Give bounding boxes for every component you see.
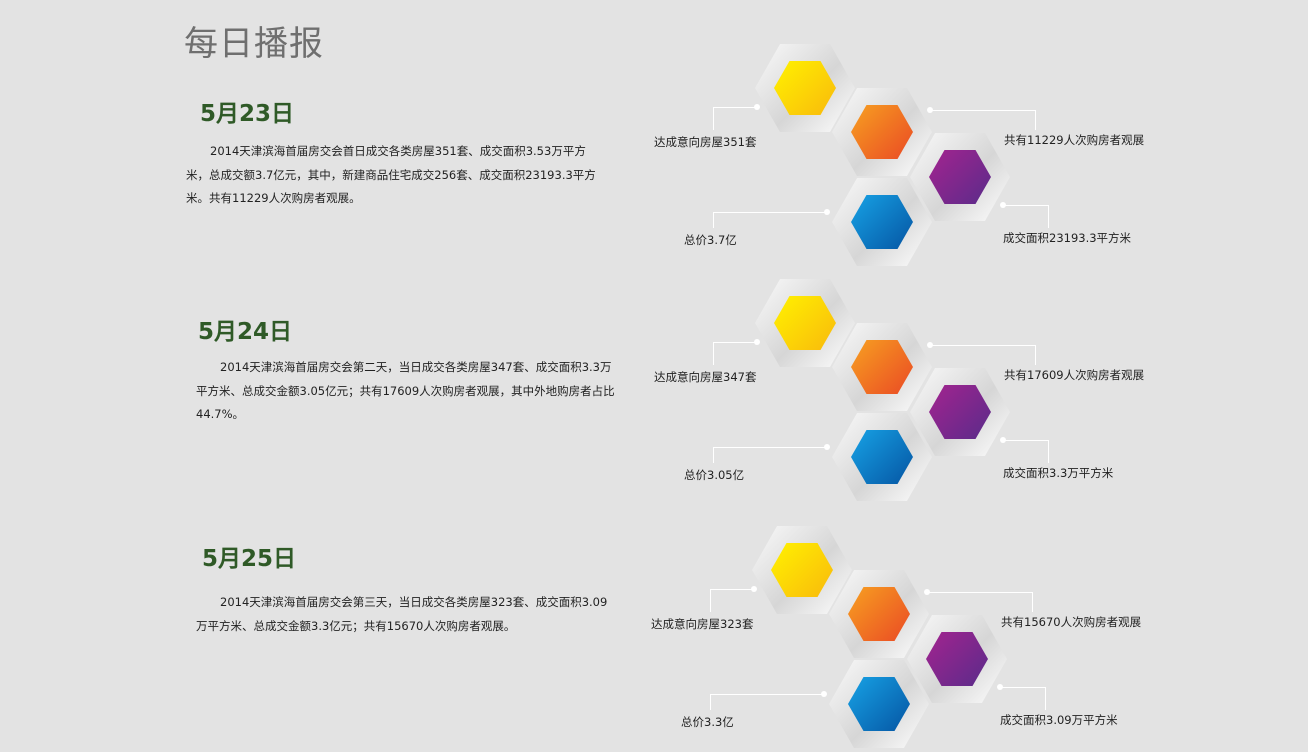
hexagon-purple — [910, 133, 1010, 221]
houses-label: 达成意向房屋351套 — [654, 135, 757, 149]
date-heading: 5月24日 — [198, 319, 293, 345]
connector-line — [713, 342, 714, 365]
connector-line — [713, 212, 827, 213]
connector-line — [1048, 205, 1049, 228]
houses-label: 达成意向房屋323套 — [651, 617, 754, 631]
hexagon-infographic: 达成意向房屋323套 共有15670人次购房者观展 总价3.3亿 成交面积3.0… — [637, 522, 1157, 752]
connector-line — [930, 345, 1035, 346]
hexagon-yellow — [752, 526, 852, 614]
connector-line — [1035, 345, 1036, 365]
logo: 每日播报 — [184, 24, 324, 64]
connector-dot — [821, 691, 827, 697]
connector-line — [710, 694, 711, 710]
area-label: 成交面积23193.3平方米 — [1003, 231, 1132, 245]
hexagon-purple — [907, 615, 1007, 703]
visitors-label: 共有17609人次购房者观展 — [1004, 368, 1145, 382]
connector-line — [713, 447, 827, 448]
connector-line — [710, 589, 754, 590]
connector-dot — [927, 342, 933, 348]
connector-line — [713, 447, 714, 463]
connector-line — [1003, 440, 1048, 441]
hexagon-purple — [910, 368, 1010, 456]
day-summary: 2014天津滨海首届房交会第三天，当日成交各类房屋323套、成交面积3.09万平… — [196, 595, 608, 633]
connector-dot — [927, 107, 933, 113]
hexagon-infographic: 达成意向房屋347套 共有17609人次购房者观展 总价3.05亿 成交面积3.… — [640, 275, 1160, 505]
hexagon-blue — [832, 413, 932, 501]
day-summary: 2014天津滨海首届房交会首日成交各类房屋351套、成交面积3.53万平方米，总… — [186, 144, 596, 205]
connector-line — [713, 107, 714, 130]
connector-line — [1000, 687, 1045, 688]
hexagon-yellow — [755, 279, 855, 367]
area-label: 成交面积3.09万平方米 — [1000, 713, 1118, 727]
connector-dot — [754, 339, 760, 345]
connector-line — [710, 589, 711, 612]
connector-dot — [754, 104, 760, 110]
connector-line — [1048, 440, 1049, 463]
hexagon-infographic: 达成意向房屋351套 共有11229人次购房者观展 总价3.7亿 成交面积231… — [640, 40, 1160, 270]
hexagon-yellow — [755, 44, 855, 132]
connector-line — [927, 592, 1032, 593]
connector-dot — [824, 209, 830, 215]
connector-dot — [1000, 437, 1006, 443]
hexagon-orange — [829, 570, 929, 658]
hexagon-orange — [832, 323, 932, 411]
price-label: 总价3.7亿 — [684, 233, 737, 247]
connector-line — [1045, 687, 1046, 710]
connector-line — [930, 110, 1035, 111]
visitors-label: 共有15670人次购房者观展 — [1001, 615, 1142, 629]
date-heading: 5月25日 — [202, 546, 297, 572]
price-label: 总价3.05亿 — [684, 468, 745, 482]
day-summary: 2014天津滨海首届房交会第二天，当日成交各类房屋347套、成交面积3.3万平方… — [196, 360, 615, 421]
visitors-label: 共有11229人次购房者观展 — [1004, 133, 1145, 147]
connector-dot — [997, 684, 1003, 690]
connector-line — [713, 342, 757, 343]
connector-line — [713, 212, 714, 228]
connector-dot — [824, 444, 830, 450]
houses-label: 达成意向房屋347套 — [654, 370, 757, 384]
connector-dot — [751, 586, 757, 592]
connector-line — [1003, 205, 1048, 206]
connector-line — [1035, 110, 1036, 130]
hexagon-blue — [829, 660, 929, 748]
connector-line — [710, 694, 824, 695]
hexagon-blue — [832, 178, 932, 266]
hexagon-orange — [832, 88, 932, 176]
price-label: 总价3.3亿 — [681, 715, 734, 729]
connector-line — [1032, 592, 1033, 612]
connector-line — [713, 107, 757, 108]
connector-dot — [924, 589, 930, 595]
connector-dot — [1000, 202, 1006, 208]
date-heading: 5月23日 — [200, 101, 295, 127]
area-label: 成交面积3.3万平方米 — [1003, 466, 1114, 480]
